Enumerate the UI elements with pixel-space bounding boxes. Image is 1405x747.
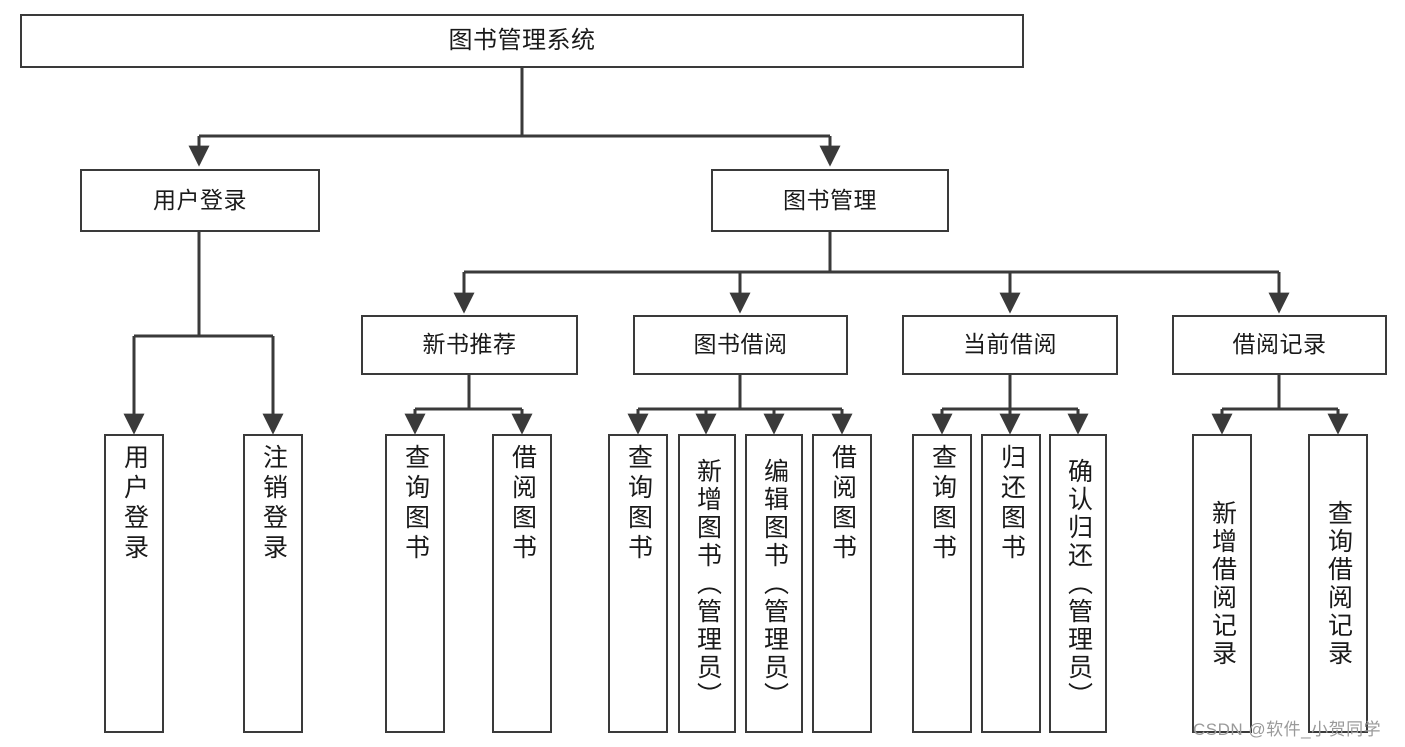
leaf-confirm-return[interactable]: 确认归还（管理员） xyxy=(1049,434,1107,733)
leaf-query-book-1[interactable]: 查询图书 xyxy=(385,434,445,733)
leaf-user-login-label: 用户登录 xyxy=(120,444,149,564)
node-book-manage-label: 图书管理 xyxy=(783,186,877,213)
leaf-query-book-1-label: 查询图书 xyxy=(401,444,430,564)
leaf-query-book-3[interactable]: 查询图书 xyxy=(912,434,972,733)
leaf-add-book-label: 新增图书（管理员） xyxy=(693,457,722,710)
leaf-add-record[interactable]: 新增借阅记录 xyxy=(1192,434,1252,733)
leaf-user-login[interactable]: 用户登录 xyxy=(104,434,164,733)
leaf-add-record-label: 新增借阅记录 xyxy=(1208,499,1237,668)
node-new-book-rec-label: 新书推荐 xyxy=(422,331,517,358)
leaf-query-book-3-label: 查询图书 xyxy=(928,444,957,564)
leaf-add-book[interactable]: 新增图书（管理员） xyxy=(678,434,736,733)
node-user-login[interactable]: 用户登录 xyxy=(80,169,320,232)
node-book-manage[interactable]: 图书管理 xyxy=(711,169,949,232)
leaf-borrow-book-1[interactable]: 借阅图书 xyxy=(492,434,552,733)
csdn-watermark: CSDN @软件_小贺同学 xyxy=(1193,720,1382,739)
leaf-logout-label: 注销登录 xyxy=(259,444,288,564)
leaf-edit-book[interactable]: 编辑图书（管理员） xyxy=(745,434,803,733)
leaf-return-book[interactable]: 归还图书 xyxy=(981,434,1041,733)
node-current-borrow-label: 当前借阅 xyxy=(963,331,1057,358)
leaf-confirm-return-label: 确认归还（管理员） xyxy=(1064,457,1093,710)
leaf-edit-book-label: 编辑图书（管理员） xyxy=(760,457,789,710)
node-book-borrow[interactable]: 图书借阅 xyxy=(633,315,848,375)
node-root[interactable]: 图书管理系统 xyxy=(20,14,1024,68)
node-new-book-rec[interactable]: 新书推荐 xyxy=(361,315,578,375)
leaf-logout[interactable]: 注销登录 xyxy=(243,434,303,733)
node-borrow-record[interactable]: 借阅记录 xyxy=(1172,315,1387,375)
leaf-query-book-2[interactable]: 查询图书 xyxy=(608,434,668,733)
node-book-borrow-label: 图书借阅 xyxy=(693,331,788,358)
leaf-query-record[interactable]: 查询借阅记录 xyxy=(1308,434,1368,733)
leaf-return-book-label: 归还图书 xyxy=(997,444,1026,564)
leaf-borrow-book-2[interactable]: 借阅图书 xyxy=(812,434,872,733)
leaf-query-book-2-label: 查询图书 xyxy=(624,444,653,564)
node-borrow-record-label: 借阅记录 xyxy=(1232,331,1327,358)
leaf-query-record-label: 查询借阅记录 xyxy=(1324,499,1353,668)
leaf-borrow-book-2-label: 借阅图书 xyxy=(828,444,857,564)
node-current-borrow[interactable]: 当前借阅 xyxy=(902,315,1118,375)
node-user-login-label: 用户登录 xyxy=(153,186,247,213)
node-root-label: 图书管理系统 xyxy=(448,26,596,54)
leaf-borrow-book-1-label: 借阅图书 xyxy=(508,444,537,564)
